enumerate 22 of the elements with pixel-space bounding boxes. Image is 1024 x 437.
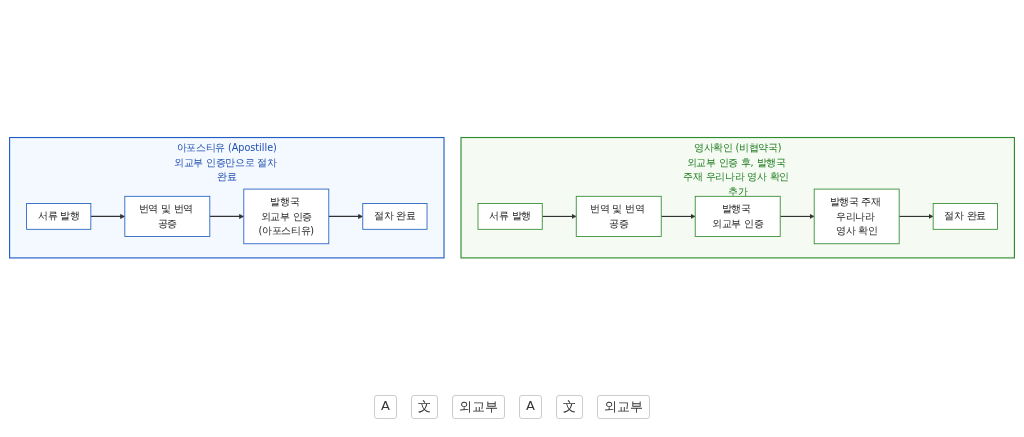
- arrow: [90, 213, 126, 219]
- node-box: 서류 발행: [26, 202, 92, 230]
- node-box: 절차 완료: [362, 202, 428, 230]
- arrow: [541, 213, 577, 219]
- arrow: [328, 213, 363, 219]
- node-box: 발행국 외교부 인증: [694, 195, 781, 237]
- arrow: [660, 213, 696, 219]
- node-box: 서류 발행: [477, 202, 543, 230]
- node-box: 절차 완료: [932, 202, 998, 230]
- icon-text: 외교부: [452, 395, 505, 419]
- icon-text: A: [519, 395, 542, 419]
- node-box: 발행국 외교부 인증 (아포스티유): [243, 188, 330, 244]
- icon-text: 文: [555, 395, 583, 419]
- arrow: [209, 213, 245, 219]
- node-box: 번역 및 번역 공증: [575, 195, 662, 237]
- icon-text: 외교부: [596, 395, 650, 419]
- icon-text: A: [374, 395, 397, 419]
- node-box: 발행국 주재 우리나라 영사 확인: [813, 188, 900, 244]
- arrow: [779, 213, 815, 219]
- arrow: [898, 213, 934, 219]
- node-box: 번역 및 번역 공증: [124, 195, 211, 237]
- icon-text: 文: [411, 395, 438, 419]
